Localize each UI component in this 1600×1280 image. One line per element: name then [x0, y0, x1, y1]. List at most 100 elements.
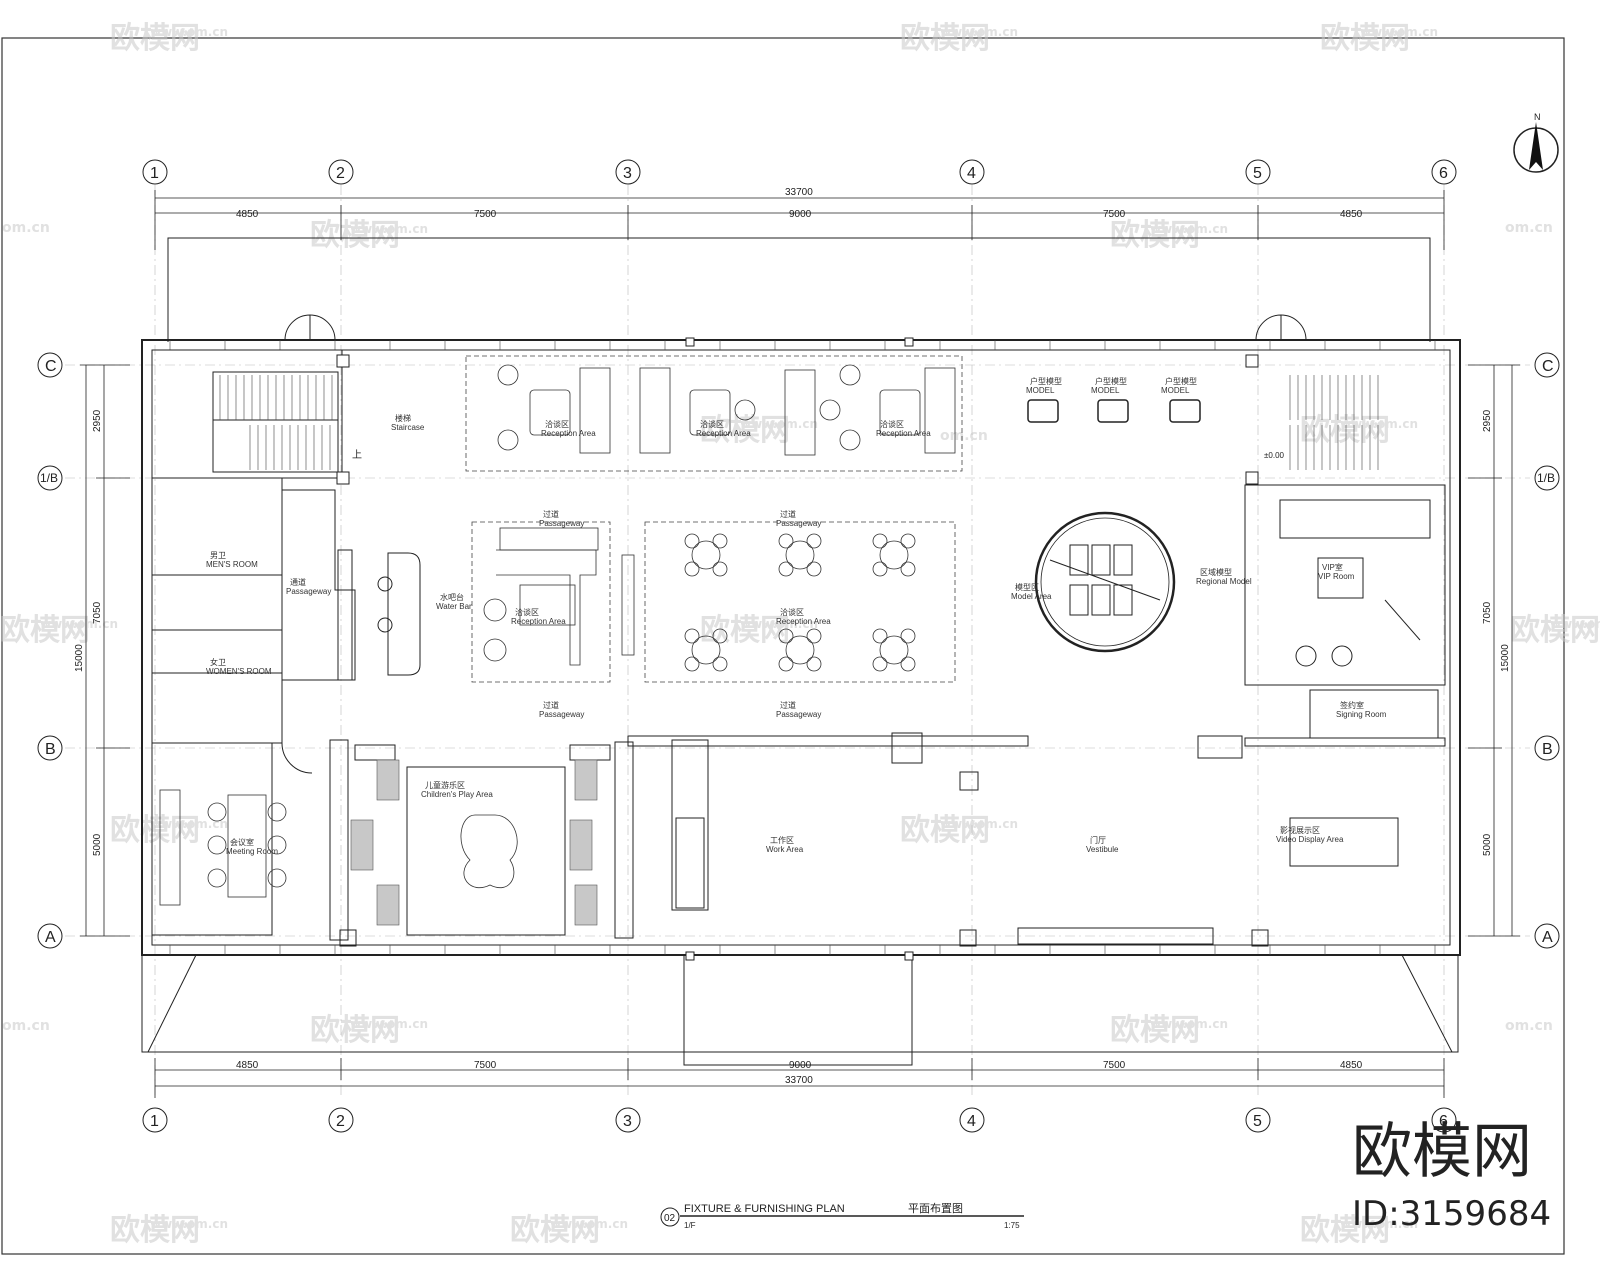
watermark-url: www.om.cn: [740, 617, 818, 631]
watermark-url: www.om.cn: [550, 1217, 628, 1231]
model-block: [1091, 544, 1111, 576]
chair: [819, 399, 841, 421]
dim-right-7050: 7050: [1482, 601, 1493, 624]
room-label-en: Passageway: [286, 587, 331, 596]
glazing-marks: [169, 340, 1436, 955]
table-chair: [806, 561, 822, 577]
watermark-url: www.om.cn: [350, 1017, 428, 1031]
vip-room: [1244, 484, 1446, 739]
table-chair: [712, 561, 728, 577]
kids-table: [460, 814, 518, 889]
room-label-en: Work Area: [766, 845, 804, 854]
watermark-text: 欧模网: [1110, 218, 1200, 253]
axis-col-6-bottom: 6: [1439, 1113, 1448, 1130]
kids-play-zone: [406, 766, 566, 936]
axis-row-c-right: C: [1542, 358, 1554, 375]
axis-lines: [65, 185, 1530, 1098]
dim-bay-5-bottom: 4850: [1340, 1060, 1363, 1071]
watermark-url: www.om.cn: [1360, 25, 1438, 39]
room-label-en: Reception Area: [776, 617, 831, 626]
sofa: [579, 367, 611, 454]
chair: [839, 364, 861, 386]
table-chair: [778, 561, 794, 577]
watermark-url: www.om.cn: [40, 617, 118, 631]
table-chair: [684, 656, 700, 672]
room-label-cn: 户型模型: [1165, 376, 1197, 386]
dim-bay-4-bottom: 7500: [1103, 1060, 1126, 1071]
axis-row-a-right: A: [1542, 929, 1553, 946]
water-bar: [337, 549, 421, 681]
sofa: [924, 367, 956, 454]
room-label-en: Video Display Area: [1276, 835, 1344, 844]
dim-bay-1-bottom: 4850: [236, 1060, 259, 1071]
room-label-en: Reception Area: [511, 617, 566, 626]
room-label-en: Vestibule: [1086, 845, 1119, 854]
dim-right-5000: 5000: [1482, 833, 1493, 856]
building-walls: [141, 339, 1461, 956]
room-label-cn: 洽谈区: [700, 419, 724, 429]
axis-row-a-left: A: [45, 929, 56, 946]
room-label-cn: 会议室: [230, 837, 254, 847]
room-label-en: Reception Area: [541, 429, 596, 438]
watermark-url: www.om.cn: [1150, 1017, 1228, 1031]
axis-bubbles-right: [1534, 352, 1560, 949]
model-id-label: ID:3159684: [1352, 1194, 1551, 1234]
dim-left-2950: 2950: [92, 409, 103, 432]
axis-row-b-right: B: [1542, 741, 1553, 758]
axis-col-4-bottom: 4: [967, 1113, 976, 1130]
table-chair: [778, 533, 794, 549]
drawing-title-cn: 平面布置图: [908, 1202, 963, 1215]
axis-bubbles-top: [142, 159, 1457, 185]
axis-col-2-top: 2: [336, 165, 345, 182]
top-reception-furniture: [497, 364, 956, 456]
room-label-cn: 洽谈区: [515, 607, 539, 617]
dim-left-5000: 5000: [92, 833, 103, 856]
room-label-cn: 户型模型: [1095, 376, 1127, 386]
watermark-url: www.om.cn: [150, 1217, 228, 1231]
sofa: [639, 367, 671, 454]
drawing-number: 02: [664, 1213, 676, 1224]
watermark-url: www.om.cn: [940, 25, 1018, 39]
room-label-cn: VIP室: [1322, 562, 1343, 572]
table-chair: [712, 628, 728, 644]
table-chair: [806, 533, 822, 549]
room-label-en: MEN'S ROOM: [206, 560, 258, 569]
meeting-table: [159, 789, 287, 906]
left-stair-treads: [219, 375, 333, 470]
dim-bay-2-bottom: 7500: [474, 1060, 497, 1071]
watermark-url: www.om.cn: [740, 417, 818, 431]
table-chair: [712, 656, 728, 672]
watermark-url: www.om.cn: [940, 817, 1018, 831]
watermark-text: 欧模网: [1510, 613, 1600, 648]
axis-col-5-bottom: 5: [1253, 1113, 1262, 1130]
watermark-text: 欧模网: [900, 813, 990, 848]
model-block: [1113, 544, 1133, 576]
room-label-en: Passageway: [776, 519, 821, 528]
model-block: [1091, 584, 1111, 616]
room-label-cn: 洽谈区: [780, 607, 804, 617]
room-label-en: Staircase: [391, 423, 425, 432]
watermark-domain: om.cn: [2, 1018, 50, 1034]
room-label-cn: 过道: [543, 700, 559, 710]
round-table: [691, 540, 721, 570]
table-chair: [872, 628, 888, 644]
axis-col-1-top: 1: [150, 165, 159, 182]
chair: [497, 429, 519, 451]
table-chair: [684, 561, 700, 577]
table-chair: [872, 656, 888, 672]
table-chair: [712, 533, 728, 549]
axis-bubbles-left: [37, 352, 63, 949]
table-chair: [900, 561, 916, 577]
room-label-cn: 影视展示区: [1280, 825, 1320, 835]
watermark-domain: om.cn: [1505, 1018, 1553, 1034]
room-label-cn: 儿童游乐区: [425, 780, 465, 790]
model-block: [1069, 544, 1089, 576]
room-label-cn: 男卫: [210, 551, 226, 560]
room-label-cn: 工作区: [770, 835, 794, 845]
table-chair: [806, 628, 822, 644]
mid-left-furniture: [483, 527, 635, 666]
table-chair: [778, 656, 794, 672]
watermark-text: 欧模网: [1320, 21, 1410, 56]
